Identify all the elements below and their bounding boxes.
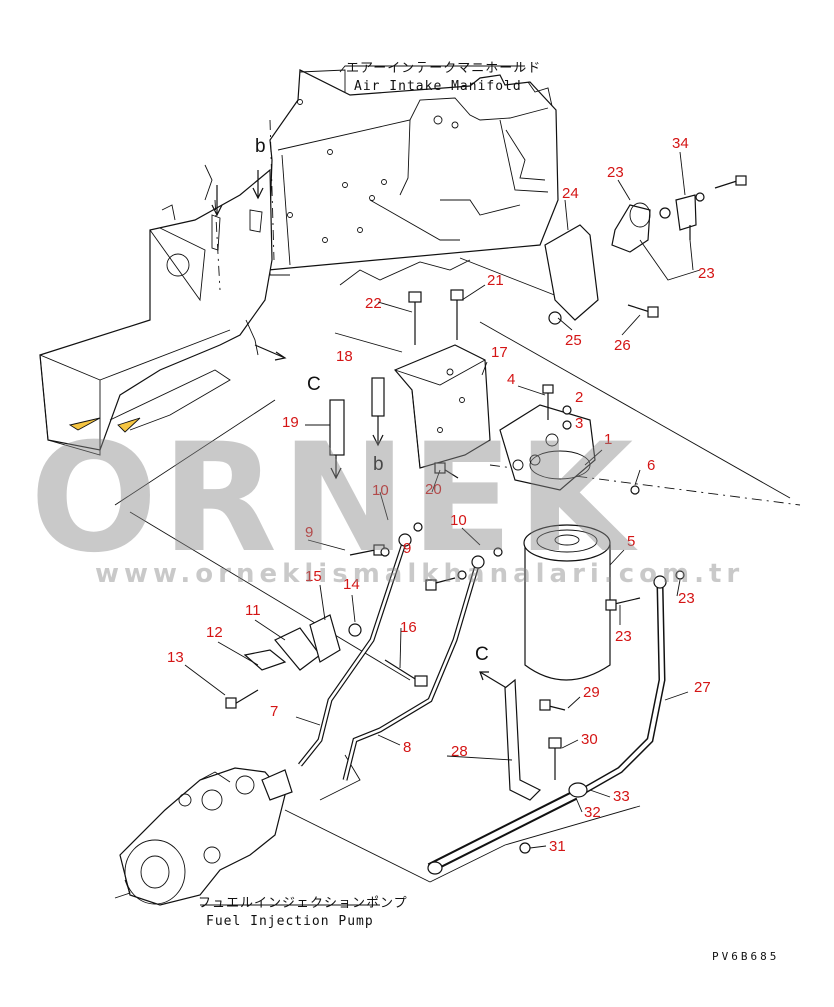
bracket-17: [394, 344, 491, 469]
callout-34: 34: [672, 135, 689, 152]
air-intake-manifold: [267, 69, 559, 286]
callout-9a: 9: [305, 524, 313, 541]
callout-22: 22: [365, 295, 382, 312]
callout-23c: 23: [678, 590, 695, 607]
bolts: [225, 289, 685, 854]
component-labels: エアーインテークマニホールド Air Intake Manifold フュエルイ…: [198, 61, 779, 963]
callout-24: 24: [562, 185, 579, 202]
engine-block: [39, 119, 275, 456]
callout-19: 19: [282, 414, 299, 431]
fuel-injection-pump: [114, 767, 293, 906]
callout-21: 21: [487, 272, 504, 289]
callout-23d: 23: [615, 628, 632, 645]
callout-6: 6: [647, 457, 655, 474]
fuel-filter-5: [523, 524, 611, 681]
callout-31: 31: [549, 838, 566, 855]
callout-30: 30: [581, 731, 598, 748]
manifold-label-jp: エアーインテークマニホールド: [346, 61, 541, 76]
watermark-brand: ORNEK: [30, 412, 638, 586]
callout-18: 18: [336, 348, 353, 365]
view-markers: b C b C: [211, 136, 511, 691]
callout-7: 7: [270, 703, 278, 720]
callout-27: 27: [694, 679, 711, 696]
callout-5: 5: [627, 533, 635, 550]
callout-15: 15: [305, 568, 322, 585]
callout-23a: 23: [607, 164, 624, 181]
return-pipes: [427, 575, 667, 875]
callout-26: 26: [614, 337, 631, 354]
callout-10a: 10: [372, 482, 389, 499]
callout-28: 28: [451, 743, 468, 760]
callout-13: 13: [167, 649, 184, 666]
callout-leaders: [184, 151, 694, 849]
callout-17: 17: [491, 344, 508, 361]
callout-23b: 23: [698, 265, 715, 282]
view-marker-b-top: b: [255, 136, 266, 157]
callout-2: 2: [575, 389, 583, 406]
callout-25: 25: [565, 332, 582, 349]
drawing-code: PV6B685: [712, 950, 779, 963]
bracket-28: [504, 678, 542, 801]
callout-12: 12: [206, 624, 223, 641]
callout-14: 14: [343, 576, 360, 593]
view-marker-c-bottom: C: [475, 644, 489, 665]
callout-8: 8: [403, 739, 411, 756]
callout-10b: 10: [450, 512, 467, 529]
callout-32: 32: [584, 804, 601, 821]
pump-label-en: Fuel Injection Pump: [206, 914, 374, 929]
upper-right-fittings: [544, 175, 747, 325]
callout-9b: 9: [403, 540, 411, 557]
view-marker-c-left: C: [307, 374, 321, 395]
callout-16: 16: [400, 619, 417, 636]
pump-label-jp: フュエルインジェクションポンプ: [198, 896, 408, 911]
callout-1: 1: [604, 431, 612, 448]
fuel-pipes: [298, 533, 485, 781]
callout-3: 3: [575, 415, 583, 432]
manifold-label-en: Air Intake Manifold: [354, 79, 522, 94]
view-marker-b-mid: b: [373, 454, 384, 475]
watermark: ORNEK www.orneklismalkhanalari.com.tr: [30, 412, 744, 589]
clips-11-12-15: [243, 614, 362, 671]
watermark-url: www.orneklismalkhanalari.com.tr: [95, 559, 744, 589]
callout-11: 11: [245, 602, 261, 619]
callout-29: 29: [583, 684, 600, 701]
callout-4: 4: [507, 371, 515, 388]
callout-33: 33: [613, 788, 630, 805]
